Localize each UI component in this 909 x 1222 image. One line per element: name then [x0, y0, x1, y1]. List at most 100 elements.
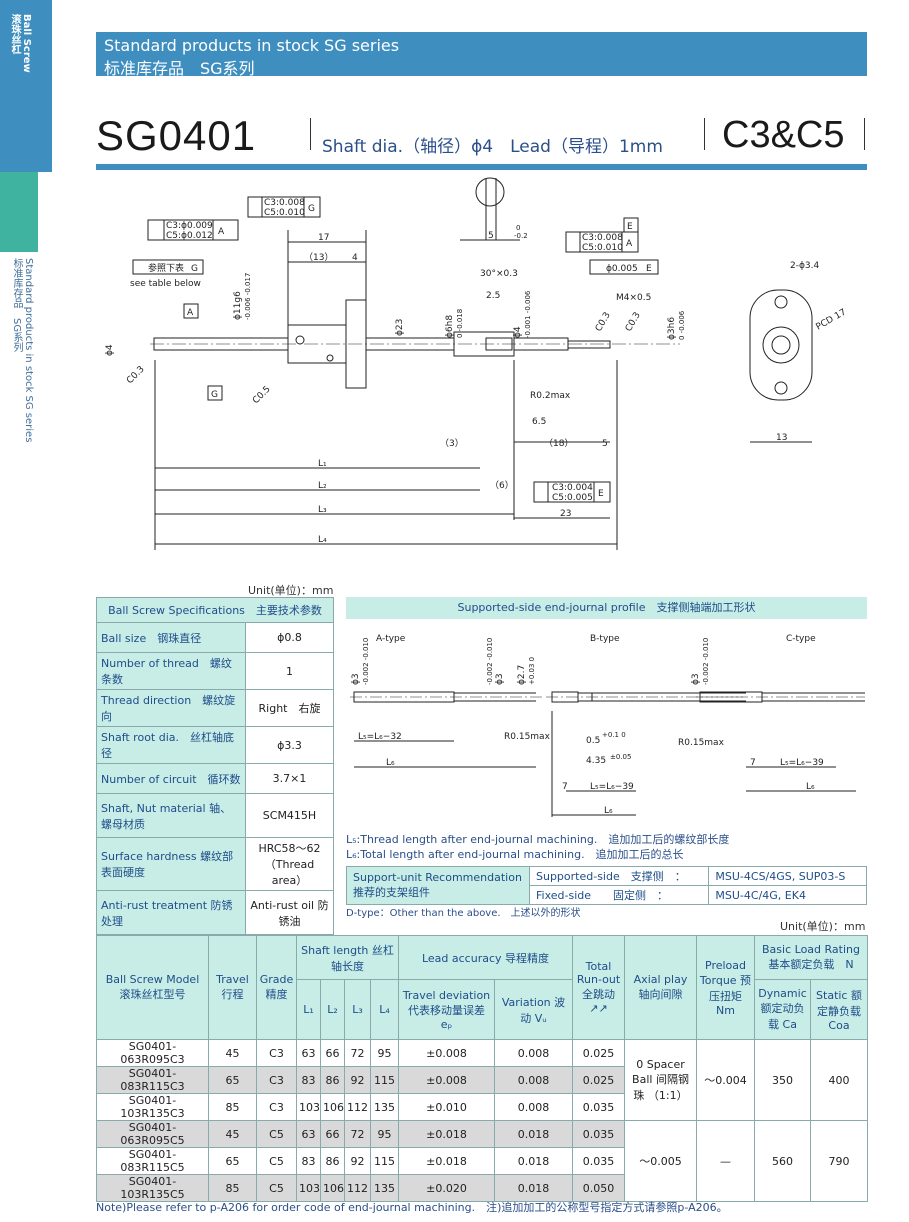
cell-model: SG0401-083R115C3	[96, 1066, 209, 1094]
dim-l1: L₁	[318, 459, 327, 469]
side-top-en: Ball Screw	[21, 14, 32, 73]
cell-dev: ±0.008	[398, 1066, 495, 1094]
cell-l2: 66	[320, 1120, 345, 1148]
cell-travel: 65	[208, 1147, 257, 1175]
cell-grade: C5	[256, 1147, 297, 1175]
gdt-e-ref: A	[626, 239, 633, 249]
gdt-perp-ref: G	[308, 204, 315, 214]
dim-5b: 5	[602, 439, 608, 449]
cell-dev: ±0.010	[398, 1093, 495, 1121]
table-row: SG0401-083R115C3 65 C3 83 86 92 115 ±0.0…	[96, 1066, 868, 1094]
cell-l1: 63	[296, 1120, 321, 1148]
dia-11: ϕ11g6	[233, 291, 243, 320]
cell-travel: 85	[208, 1093, 257, 1121]
pcd-label: PCD 17	[815, 307, 849, 332]
cell-c5-static: 790	[809, 1120, 869, 1202]
thread-m4: M4×0.5	[616, 293, 651, 303]
cell-l2: 86	[320, 1066, 345, 1094]
gdt-runout-c3: C3:ϕ0.009	[166, 221, 213, 231]
dim-5: 5	[488, 231, 494, 241]
dia-6: ϕ6h8	[445, 315, 455, 338]
note-l6: L₆:Total length after end-journal machin…	[346, 848, 684, 861]
dia-3-tol: 0 -0.006	[678, 310, 686, 340]
b-435: 4.35	[586, 756, 606, 766]
cell-runout: 0.035	[572, 1120, 625, 1148]
ref-table-label: 参照下表	[148, 262, 184, 274]
a-tol: -0.002 -0.010	[362, 638, 370, 685]
dim-3: （3）	[440, 438, 464, 449]
cell-l4: 95	[370, 1039, 399, 1067]
side-bottom-en: Standard products in stock SG series	[23, 258, 34, 443]
dim-6: （6）	[490, 480, 514, 491]
dia-4-tol: -0.001 -0.006	[524, 290, 532, 338]
engineering-drawing: C3:ϕ0.009 C5:ϕ0.012 A C3:0.008 C5:0.010 …	[105, 177, 849, 550]
c-tol: -0.002 -0.010	[702, 638, 710, 685]
col-l3: L₃	[344, 979, 371, 1040]
dim-5-tol: -0.2	[514, 232, 528, 240]
cell-c3-preload: ～0.004	[696, 1039, 755, 1121]
end-journal-profile: Supported-side end-journal profile 支撑侧轴端…	[346, 597, 867, 827]
dim-5-tol0: 0	[516, 224, 520, 232]
gdt-runout-ref: A	[218, 227, 225, 237]
dim-23: 23	[560, 509, 571, 519]
a-l6: L₆	[386, 758, 395, 768]
cell-travel: 45	[208, 1039, 257, 1067]
cell-dev: ±0.008	[398, 1039, 495, 1067]
table-row: SG0401-063R095C3 45 C3 63 66 72 95 ±0.00…	[96, 1039, 869, 1121]
dim-l4: L₄	[318, 535, 327, 545]
page-header: Standard products in stock SG series 标准库…	[96, 32, 867, 78]
cell-model: SG0401-103R135C5	[96, 1174, 209, 1202]
gdt-e-c5: C5:0.010	[582, 243, 623, 253]
dim-2-5: 2.5	[486, 291, 500, 301]
col-axial-play: Axial play 轴向间隙	[624, 935, 697, 1040]
table-row: SG0401-103R135C5 85 C5 103 106 112 135 ±…	[96, 1174, 868, 1202]
spec-header: Ball Screw Specifications 主要技术参数	[96, 597, 334, 623]
cell-dev: ±0.020	[398, 1174, 495, 1202]
datum-a: A	[187, 308, 194, 318]
gdt-conc-ref: E	[646, 264, 652, 274]
cell-l3: 72	[344, 1039, 371, 1067]
spec-label: Anti-rust treatment 防锈处理	[96, 890, 246, 935]
model-table: Ball Screw Model 滚珠丝杠型号 Travel 行程 Grade …	[96, 935, 869, 1202]
chamfer-c05: C0.5	[251, 384, 273, 406]
cell-l4: 135	[370, 1174, 399, 1202]
b-l6: L₆	[604, 806, 613, 816]
cell-l4: 135	[370, 1093, 399, 1121]
title-divider	[704, 118, 705, 150]
spec-value: 1	[245, 652, 334, 690]
b-l5: L₅=L₆−39	[590, 782, 634, 792]
title-row: SG0401 Shaft dia.（轴径）ϕ4 Lead（导程）1mm C3&C…	[96, 110, 867, 170]
support-table: Support-unit Recommendation 推荐的支架组件 Supp…	[346, 866, 867, 905]
dia-6-tol: 0 -0.018	[456, 309, 464, 338]
b-05-tol: +0.1 0	[602, 731, 626, 739]
spec-value: 3.7×1	[245, 763, 334, 794]
b-tol: -0.002 -0.010	[486, 638, 494, 685]
table-row: SG0401-063R095C5 45 C5 63 66 72 95 ±0.01…	[96, 1120, 869, 1202]
dim-13: （13）	[304, 252, 333, 263]
chamfer-30: 30°×0.3	[480, 269, 518, 279]
cell-travel: 45	[208, 1120, 257, 1148]
b-dia2-tol: +0.03 0	[528, 657, 536, 685]
cell-c3-static: 400	[809, 1039, 869, 1121]
cell-var: 0.018	[494, 1120, 573, 1148]
table-row: SG0401-083R115C5 65 C5 83 86 92 115 ±0.0…	[96, 1147, 868, 1175]
col-total-runout: Total Run-out 全跳动↗↗	[572, 935, 625, 1040]
side-tab-teal	[0, 172, 38, 252]
dia-23: ϕ23	[395, 319, 405, 336]
gdt-e-c3: C3:0.008	[582, 233, 623, 243]
chamfer-c03-left: C0.3	[125, 364, 147, 386]
profile-drawing: A-type B-type C-type ϕ3 -0.002 -0.010 L₅…	[350, 634, 865, 817]
b-radius: R0.15max	[504, 732, 551, 742]
col-travel: Travel 行程	[208, 935, 257, 1040]
c-l6: L₆	[806, 782, 815, 792]
cell-l2: 106	[320, 1174, 345, 1202]
cell-var: 0.008	[494, 1066, 573, 1094]
header-title-en: Standard products in stock SG series	[104, 36, 400, 55]
side-top-zh: 滚珠丝杠	[9, 14, 20, 54]
cell-l3: 92	[344, 1066, 371, 1094]
col-l4: L₄	[370, 979, 399, 1040]
accuracy-grade: C3&C5	[722, 114, 845, 156]
dia-11-tol: -0.006 -0.017	[244, 273, 252, 320]
side-label-top: Ball Screw 滚珠丝杠	[8, 14, 32, 73]
c-dia: ϕ3	[691, 673, 701, 685]
